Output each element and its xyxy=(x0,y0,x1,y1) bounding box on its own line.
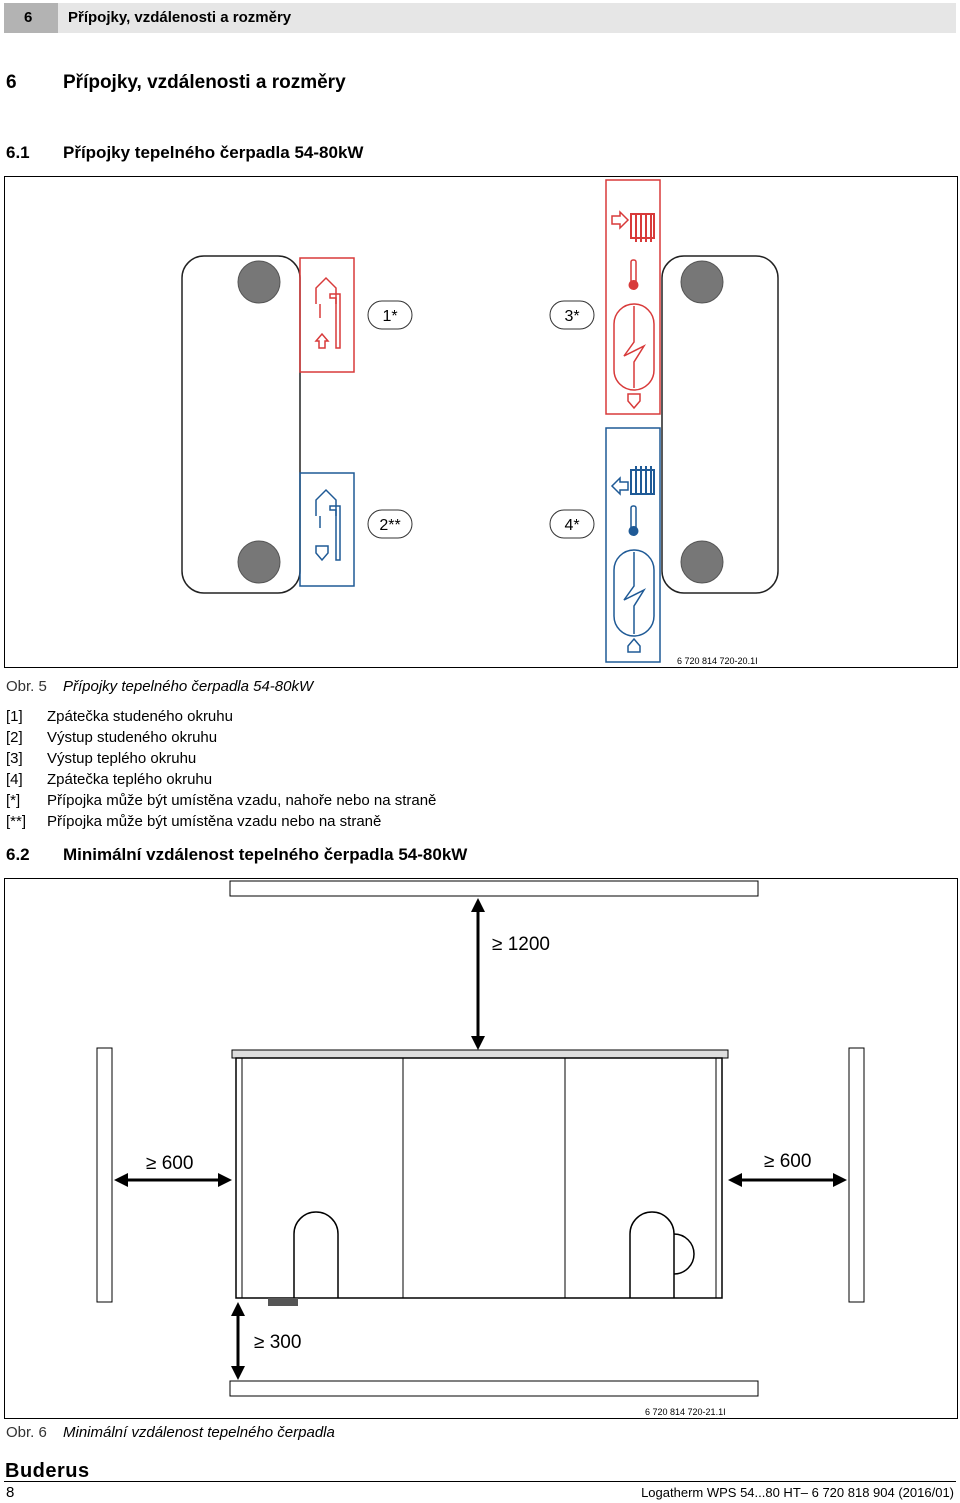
legend-list: [1]Zpátečka studeného okruhu [2]Výstup s… xyxy=(6,706,436,832)
figure-6-caption-label: Obr. 6 xyxy=(6,1424,47,1441)
left-exchanger-outline xyxy=(181,255,301,594)
top-wall xyxy=(229,880,759,897)
svg-text:4*: 4* xyxy=(564,517,579,534)
cold-return-symbol xyxy=(299,257,355,373)
figure-frame xyxy=(4,878,958,1419)
port-circle-top-right xyxy=(680,260,724,304)
figure-5-caption: Obr. 5 Přípojky tepelného čerpadla 54-80k… xyxy=(6,678,313,695)
legend-item: [*]Přípojka může být umístěna vzadu, nah… xyxy=(6,792,437,809)
subsection-heading-1: 6.1 Přípojky tepelného čerpadla 54-80kW xyxy=(6,143,363,163)
cold-flow-symbol xyxy=(299,472,355,587)
connection-label-3: 3* xyxy=(549,300,595,330)
hot-return-symbol xyxy=(605,427,661,663)
dimension-bottom: ≥ 300 xyxy=(254,1332,301,1353)
subsection-title-2: Minimální vzdálenost tepelného čerpadla … xyxy=(63,845,468,864)
clearance-diagram: ≥ 1200 ≥ 600 ≥ 600 ≥ 300 6 720 814 720-2… xyxy=(4,878,958,1419)
connection-label-1: 1* xyxy=(367,300,413,330)
figure-6-caption: Obr. 6 Minimální vzdálenost tepelného čer… xyxy=(6,1424,335,1441)
figure-frame xyxy=(4,176,958,668)
subsection-number-2: 6.2 xyxy=(6,845,30,864)
legend-item: [**]Přípojka může být umístěna vzadu neb… xyxy=(6,813,382,830)
figure-5-code: 6 720 814 720-20.1I xyxy=(677,656,758,666)
subsection-heading-2: 6.2 Minimální vzdálenost tepelného čerpad… xyxy=(6,845,467,865)
port-circle-bottom-left xyxy=(237,540,281,584)
buderus-logo: Buderus xyxy=(5,1460,90,1482)
header-chapter-number: 6 xyxy=(4,3,58,33)
port-circle-bottom-right xyxy=(680,540,724,584)
section-number: 6 xyxy=(6,72,17,93)
figure-6-caption-text: Minimální vzdálenost tepelného čerpadla xyxy=(63,1424,335,1441)
connection-label-4: 4* xyxy=(549,509,595,539)
legend-item: [1]Zpátečka studeného okruhu xyxy=(6,708,233,725)
left-wall xyxy=(96,1047,113,1303)
heat-pump-unit xyxy=(231,1049,729,1306)
svg-text:2**: 2** xyxy=(379,517,400,534)
section-title: Přípojky, vzdálenosti a rozměry xyxy=(63,72,346,93)
subsection-title-1: Přípojky tepelného čerpadla 54-80kW xyxy=(63,143,364,162)
port-circle-top-left xyxy=(237,260,281,304)
dimension-top: ≥ 1200 xyxy=(492,934,550,955)
legend-item: [3]Výstup teplého okruhu xyxy=(6,750,197,767)
header-chapter-title: Přípojky, vzdálenosti a rozměry xyxy=(68,9,292,26)
dimension-left: ≥ 600 xyxy=(146,1153,193,1174)
right-exchanger-outline xyxy=(661,255,779,594)
dimension-right: ≥ 600 xyxy=(764,1151,811,1172)
document-reference: Logatherm WPS 54...80 HT– 6 720 818 904 … xyxy=(641,1485,954,1500)
section-heading: 6 Přípojky, vzdálenosti a rozměry xyxy=(6,72,346,94)
svg-text:3*: 3* xyxy=(564,308,579,325)
footer-divider xyxy=(4,1481,956,1482)
figure-5-caption-label: Obr. 5 xyxy=(6,678,47,695)
subsection-number-1: 6.1 xyxy=(6,143,30,162)
figure-5-caption-text: Přípojky tepelného čerpadla 54-80kW xyxy=(63,678,314,695)
legend-item: [2]Výstup studeného okruhu xyxy=(6,729,218,746)
connection-label-2: 2** xyxy=(367,509,413,539)
hot-flow-symbol xyxy=(605,179,661,415)
bottom-wall xyxy=(229,1380,759,1397)
right-wall xyxy=(848,1047,865,1303)
legend-item: [4]Zpátečka teplého okruhu xyxy=(6,771,213,788)
svg-text:1*: 1* xyxy=(382,308,397,325)
figure-6-code: 6 720 814 720-21.1I xyxy=(645,1407,726,1417)
page-header-bar: 6 Přípojky, vzdálenosti a rozměry xyxy=(4,3,956,33)
connections-diagram: 1* 3* 2** 4* 6 720 814 720-20.1I xyxy=(4,176,958,668)
page-number: 8 xyxy=(6,1484,15,1501)
